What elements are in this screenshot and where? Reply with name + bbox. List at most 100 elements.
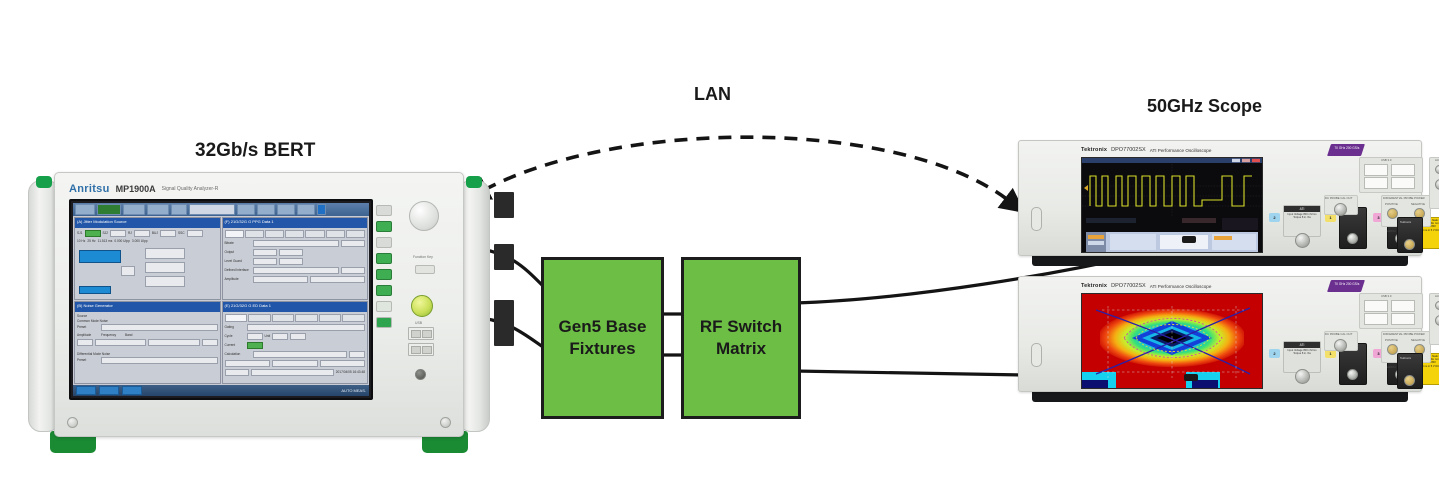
scope-bottom-usb-2[interactable] bbox=[1391, 300, 1415, 312]
unit-select[interactable] bbox=[272, 333, 289, 340]
tab-measurement[interactable] bbox=[248, 314, 271, 322]
panel-jitter-modulation-source[interactable]: (A) Jitter Modulation Source SJ1 SJ2 RJ … bbox=[74, 217, 221, 300]
level-guard-setup-button[interactable] bbox=[278, 258, 303, 265]
scope-bottom-module-1-connector[interactable] bbox=[1347, 369, 1358, 380]
side-button-green-5[interactable] bbox=[376, 317, 392, 328]
side-button-green-1[interactable] bbox=[376, 221, 392, 232]
side-button-1[interactable] bbox=[376, 205, 392, 216]
history-reset-button[interactable] bbox=[250, 369, 334, 376]
bert-usb-port-1[interactable] bbox=[408, 327, 434, 340]
scope-top-aux-module-connector[interactable] bbox=[1404, 239, 1415, 250]
scope-bottom-positive-connector[interactable] bbox=[1387, 344, 1398, 355]
toolbar-application-selector[interactable] bbox=[189, 204, 235, 215]
cycle-select[interactable] bbox=[246, 333, 263, 340]
tab-error-addition[interactable] bbox=[285, 230, 305, 238]
side-button-green-2[interactable] bbox=[376, 253, 392, 264]
interval-value[interactable] bbox=[349, 351, 365, 358]
toolbar-btn-3[interactable] bbox=[123, 204, 145, 215]
status-btn-1[interactable] bbox=[76, 386, 96, 395]
clock-source-block[interactable] bbox=[79, 249, 121, 263]
diff-preset-select[interactable] bbox=[101, 357, 218, 365]
panel-noise-generator[interactable]: (B) Noise Generator Source Common Mode N… bbox=[74, 301, 221, 384]
bert-screen[interactable]: (A) Jitter Modulation Source SJ1 SJ2 RJ … bbox=[69, 199, 373, 400]
toolbar-btn-4[interactable] bbox=[147, 204, 169, 215]
bert-toolbar[interactable] bbox=[73, 203, 369, 216]
ext-input-clock-block[interactable] bbox=[79, 285, 111, 294]
power-button[interactable] bbox=[411, 295, 433, 317]
scope-top-aux-module[interactable]: Tektronix bbox=[1397, 217, 1423, 253]
tab-pre-code[interactable] bbox=[305, 230, 325, 238]
scope-top-usb-3[interactable] bbox=[1364, 177, 1388, 189]
scope-top-positive-connector[interactable] bbox=[1387, 208, 1398, 219]
data-output-select[interactable] bbox=[252, 249, 277, 256]
time-value[interactable] bbox=[290, 333, 307, 340]
scope-top-aux-in[interactable] bbox=[1435, 179, 1439, 190]
device-bert-mp1900a[interactable]: Anritsu MP1900A Signal Quality Analyzer-… bbox=[28, 168, 514, 453]
panel-ppg[interactable]: (F) 21G/32G G PPG Data 1 bbox=[221, 217, 368, 300]
sub-rate-clock-block[interactable] bbox=[145, 275, 185, 287]
gating-select[interactable] bbox=[246, 324, 365, 331]
ref-clock-block[interactable] bbox=[145, 261, 185, 273]
toolbar-help-button[interactable] bbox=[317, 204, 326, 215]
scope-bottom-aux-out[interactable] bbox=[1435, 301, 1439, 310]
panel-b-tabs[interactable] bbox=[224, 230, 366, 238]
level-guard-off-button[interactable] bbox=[252, 258, 277, 265]
toolbar-btn-8[interactable] bbox=[277, 204, 295, 215]
scope-bottom-usb-4[interactable] bbox=[1391, 313, 1415, 325]
scope-top-ati-connector[interactable] bbox=[1295, 233, 1310, 248]
scope-bottom-aux-module-connector[interactable] bbox=[1404, 375, 1415, 386]
sj1-toggle[interactable] bbox=[84, 230, 101, 237]
scope-top-usb-1[interactable] bbox=[1364, 164, 1388, 176]
bitrate-value[interactable] bbox=[341, 240, 365, 247]
scope-top-display[interactable] bbox=[1081, 157, 1263, 253]
independent-select[interactable] bbox=[272, 360, 318, 367]
device-scope-top[interactable]: Tektronix DPO77002SX ATI Performance Osc… bbox=[1018, 140, 1439, 266]
calculation-select[interactable] bbox=[252, 351, 347, 358]
toolbar-btn-6[interactable] bbox=[237, 204, 255, 215]
status-btn-2[interactable] bbox=[99, 386, 119, 395]
side-button-3[interactable] bbox=[376, 301, 392, 312]
defined-interface-select[interactable] bbox=[252, 267, 339, 274]
start-button[interactable] bbox=[224, 369, 249, 376]
side-button-green-3[interactable] bbox=[376, 269, 392, 280]
scope-top-aux-out[interactable] bbox=[1435, 165, 1439, 174]
device-scope-bottom[interactable]: Tektronix DPO77002SX ATI Performance Osc… bbox=[1018, 276, 1439, 402]
tab-input[interactable] bbox=[295, 314, 318, 322]
scope-bottom-ati-connector[interactable] bbox=[1295, 369, 1310, 384]
preset-select[interactable] bbox=[101, 323, 218, 331]
toolbar-btn-7[interactable] bbox=[257, 204, 275, 215]
tab-pattern[interactable] bbox=[264, 230, 285, 238]
scope-bottom-display[interactable] bbox=[1081, 293, 1263, 389]
bitrate-select[interactable] bbox=[252, 240, 339, 247]
tab-ed-misc[interactable] bbox=[342, 314, 365, 322]
panel-error-detector[interactable]: (E) 21G/32G G ED Data 1 bbox=[221, 301, 368, 384]
tab-output[interactable] bbox=[224, 230, 244, 238]
toolbar-output-button[interactable] bbox=[97, 204, 121, 215]
date-time-select[interactable] bbox=[319, 360, 365, 367]
noise-band-select[interactable] bbox=[201, 339, 218, 347]
scope-top-usb-2[interactable] bbox=[1391, 164, 1415, 176]
scope-bottom-dc-probe-connector[interactable] bbox=[1334, 339, 1347, 352]
scope-top-dc-probe-connector[interactable] bbox=[1334, 203, 1347, 216]
tab-capture[interactable] bbox=[318, 314, 342, 322]
toolbar-menu-button[interactable] bbox=[75, 204, 95, 215]
side-button-2[interactable] bbox=[376, 237, 392, 248]
tab-misc2[interactable] bbox=[345, 230, 366, 238]
tab-ed-pattern[interactable] bbox=[271, 314, 295, 322]
amplitude-value-1[interactable] bbox=[252, 276, 308, 283]
tab-emphasis[interactable] bbox=[244, 230, 264, 238]
function-key-button[interactable] bbox=[415, 265, 435, 274]
panel-d-tabs[interactable] bbox=[224, 314, 366, 322]
status-btn-3[interactable] bbox=[122, 386, 142, 395]
toolbar-btn-5[interactable] bbox=[171, 204, 187, 215]
noise-frequency-input[interactable] bbox=[148, 339, 200, 347]
clock-to-ppg-block[interactable] bbox=[145, 247, 185, 259]
scope-bottom-ati-block[interactable]: ATI Input Voltage 800 mVrms Torque 8 in.… bbox=[1283, 341, 1321, 373]
amplitude-value-2[interactable] bbox=[309, 276, 365, 283]
scope-top-module-1-connector[interactable] bbox=[1347, 233, 1358, 244]
data-1-1-checkbox[interactable] bbox=[77, 339, 93, 347]
scope-bottom-usb-1[interactable] bbox=[1364, 300, 1388, 312]
bert-usb-port-2[interactable] bbox=[408, 343, 434, 356]
scope-top-usb-4[interactable] bbox=[1391, 177, 1415, 189]
clock-output-select[interactable] bbox=[278, 249, 303, 256]
